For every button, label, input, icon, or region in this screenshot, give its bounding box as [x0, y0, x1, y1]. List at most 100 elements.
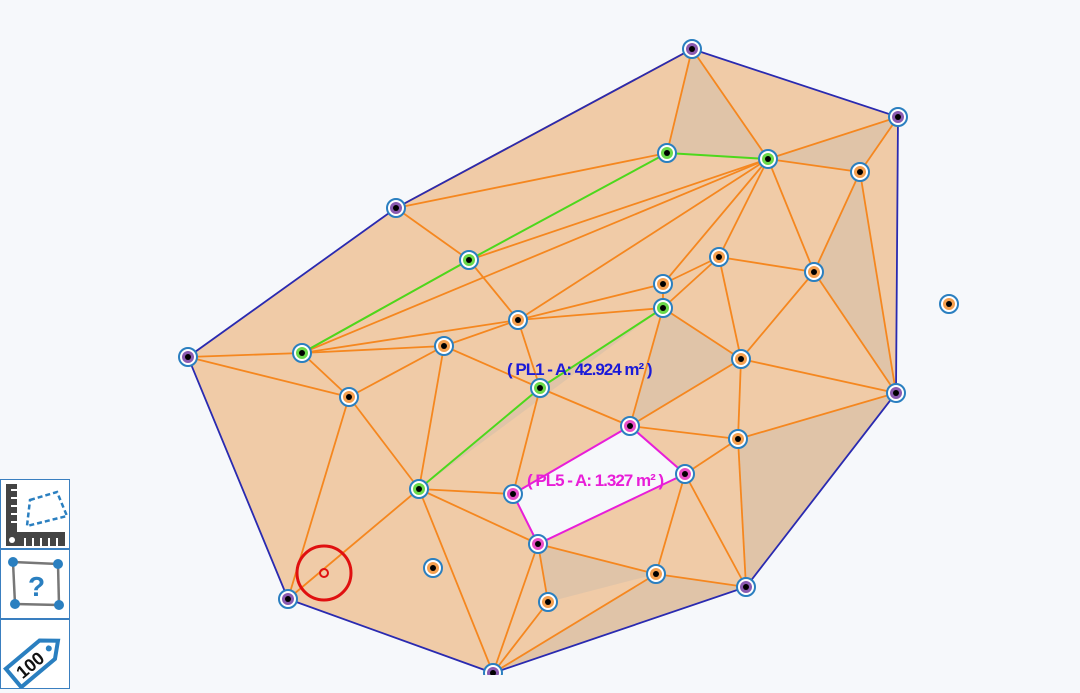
tin-edge: [859, 116, 899, 173]
survey-point-center: [682, 471, 688, 477]
survey-point-center: [285, 596, 291, 602]
tin-edge: [662, 256, 720, 285]
tin-edge: [287, 488, 420, 600]
tin-edge: [737, 392, 897, 440]
tin-edge: [718, 256, 742, 360]
tin-edge: [418, 488, 539, 545]
survey-point-center: [664, 150, 670, 156]
survey-point-center: [510, 491, 516, 497]
tin-edge: [418, 488, 494, 674]
tin-edge: [662, 307, 742, 360]
shaded-triangle: [630, 308, 741, 426]
ruler-area-icon: [6, 484, 69, 546]
measure-area-tool-button[interactable]: [0, 479, 70, 549]
survey-point-center: [466, 257, 472, 263]
tag-icon: 100: [3, 638, 61, 691]
shaded-triangle: [738, 393, 896, 587]
breakline-edge: [468, 152, 668, 261]
tin-edge: [666, 48, 693, 154]
survey-point-center: [735, 436, 741, 442]
breakline-edge: [301, 259, 470, 354]
survey-point-center: [346, 394, 352, 400]
survey-point-center: [893, 390, 899, 396]
survey-point-center: [490, 670, 496, 675]
tin-edge: [512, 387, 541, 495]
survey-point-center: [743, 584, 749, 590]
tin-edge: [813, 171, 861, 273]
tin-edge: [301, 319, 519, 354]
tin-edge: [718, 158, 769, 258]
survey-point-center: [653, 571, 659, 577]
tin-edge: [691, 48, 769, 160]
tin-edge: [348, 396, 420, 490]
survey-point-center: [689, 46, 695, 52]
tin-edge: [517, 307, 664, 321]
shaded-triangle: [768, 117, 898, 172]
tin-edge: [767, 116, 899, 160]
tin-edge: [684, 473, 747, 588]
survey-point-center: [416, 486, 422, 492]
tin-edge: [301, 352, 350, 398]
survey-point-center: [393, 205, 399, 211]
tin-edge: [655, 573, 747, 588]
survey-point-center: [537, 385, 543, 391]
shaded-triangle: [538, 544, 656, 602]
tin-edge: [813, 271, 897, 394]
survey-point-center: [627, 423, 633, 429]
survey-point-center: [716, 254, 722, 260]
tin-edge: [517, 319, 541, 389]
breakline-edge: [666, 152, 769, 160]
tin-edge: [418, 488, 514, 495]
tin-edge: [767, 158, 815, 273]
survey-point-center: [535, 541, 541, 547]
tin-edge: [859, 171, 897, 394]
tin-edge: [492, 573, 657, 674]
survey-point-center: [738, 356, 744, 362]
tin-edge: [740, 271, 815, 360]
tin-edge: [718, 256, 815, 273]
tin-edge: [740, 358, 897, 394]
tin-edge: [443, 345, 541, 389]
survey-point-center: [185, 354, 191, 360]
tin-edge: [737, 358, 742, 440]
tin-edge: [684, 438, 739, 475]
survey-point-center: [857, 169, 863, 175]
tin-edge: [468, 158, 769, 261]
shaded-triangle: [814, 172, 896, 393]
tin-edge: [187, 352, 303, 358]
tin-edge: [395, 207, 470, 261]
tin-canvas[interactable]: ( PL1 - A: 42.924 m² ) ( PL5 - A: 1.327 …: [0, 0, 1080, 675]
survey-point-center: [660, 281, 666, 287]
tin-edge: [655, 473, 686, 575]
survey-point-center: [895, 114, 901, 120]
pl1-area-label: ( PL1 - A: 42.924 m² ): [507, 360, 652, 379]
shaded-triangle: [419, 308, 663, 489]
shaded-triangle: [667, 49, 768, 159]
survey-point-center: [811, 269, 817, 275]
tin-edge: [492, 543, 539, 674]
tin-edge: [629, 358, 742, 427]
tin-edge: [492, 601, 549, 674]
tin-edge: [187, 356, 350, 398]
survey-point-center: [946, 301, 952, 307]
survey-point-center: [515, 317, 521, 323]
survey-point-center: [299, 350, 305, 356]
cursor-center: [319, 568, 329, 578]
identify-polygon-tool-button[interactable]: ?: [0, 549, 70, 619]
tin-edge: [443, 319, 519, 347]
breakline-edge: [418, 387, 541, 490]
tin-edge: [517, 158, 769, 321]
survey-point-center: [765, 156, 771, 162]
tin-edge: [301, 345, 445, 354]
tin-edge: [517, 283, 664, 321]
tin-edge: [629, 307, 664, 427]
tin-edge: [737, 438, 747, 588]
breakline-edge: [539, 307, 664, 389]
label-value-tool-button[interactable]: 100: [0, 619, 70, 691]
survey-point-center: [441, 343, 447, 349]
survey-point-center: [545, 599, 551, 605]
tin-edge: [348, 345, 445, 398]
cursor-ring: [295, 544, 353, 602]
polygon-question-icon: ?: [8, 557, 64, 610]
tin-edge: [539, 387, 631, 427]
